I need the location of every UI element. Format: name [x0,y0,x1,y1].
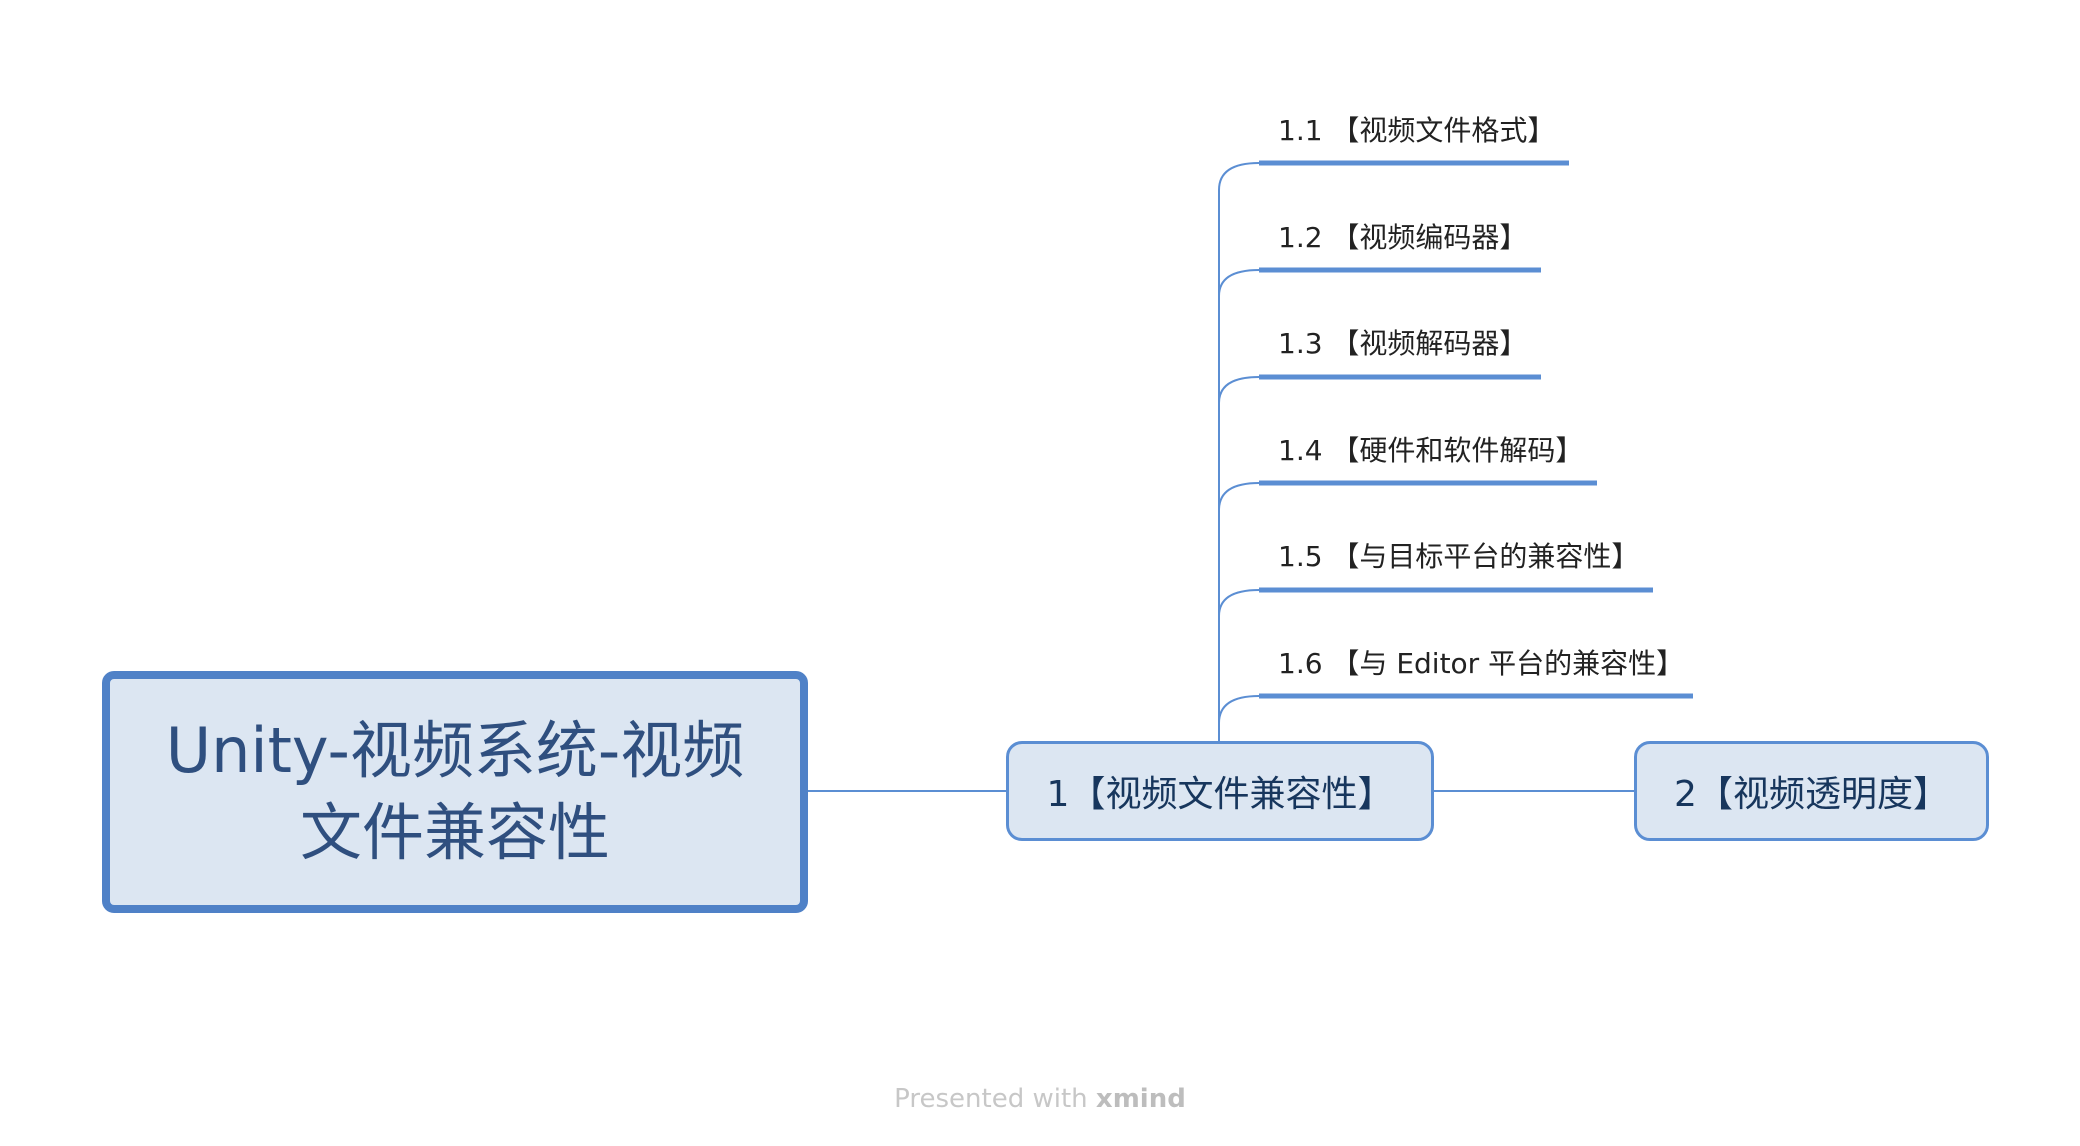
subtopic-4-label: 1.4 【硬件和软件解码】 [1278,434,1584,467]
connector-subtopic-6 [1218,695,1260,724]
subtopic-2-label: 1.2 【视频编码器】 [1278,221,1528,254]
subtopic-1-label: 1.1 【视频文件格式】 [1278,114,1556,147]
subtopic-5-label: 1.5 【与目标平台的兼容性】 [1278,540,1640,573]
subtopic-3[interactable]: 1.3 【视频解码器】 [1278,330,1527,358]
subtopic-5[interactable]: 1.5 【与目标平台的兼容性】 [1278,543,1639,571]
subtopic-2[interactable]: 1.2 【视频编码器】 [1278,224,1527,252]
central-topic[interactable]: Unity-视频系统-视频文件兼容性 [102,671,808,913]
xmind-brand: xmind [1095,1084,1186,1114]
connector-subtopic-3 [1218,376,1260,404]
footer-prefix: Presented with [894,1084,1088,1114]
main-topic-1-label: 1【视频文件兼容性】 [1046,774,1394,815]
connector-subtopic-1 [1218,162,1260,191]
subtopic-4[interactable]: 1.4 【硬件和软件解码】 [1278,437,1583,465]
connector-subtopic-4 [1218,482,1260,511]
subtopic-6-label: 1.6 【与 Editor 平台的兼容性】 [1278,647,1685,680]
subtopic-6[interactable]: 1.6 【与 Editor 平台的兼容性】 [1278,650,1684,678]
connector-subtopic-2 [1218,269,1260,297]
connector-subtopic-5 [1218,589,1260,617]
main-topic-2[interactable]: 2【视频透明度】 [1634,741,1989,841]
main-topic-1[interactable]: 1【视频文件兼容性】 [1006,741,1434,841]
presented-with-footer: Presented with xmind [0,1086,2080,1112]
central-topic-label: Unity-视频系统-视频文件兼容性 [165,714,745,869]
subtopic-1[interactable]: 1.1 【视频文件格式】 [1278,117,1555,145]
main-topic-2-label: 2【视频透明度】 [1674,774,1949,815]
subtopic-3-label: 1.3 【视频解码器】 [1278,327,1528,360]
